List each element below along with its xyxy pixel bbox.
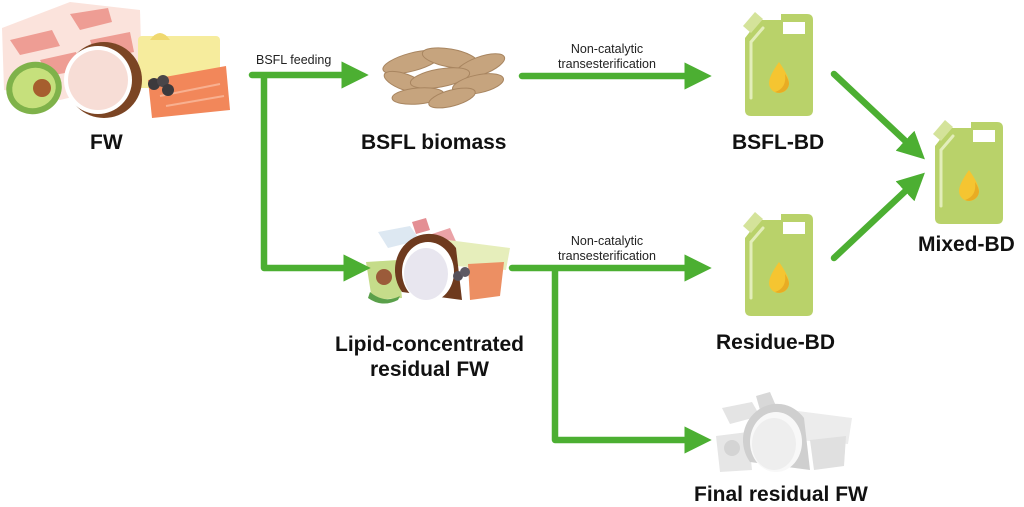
residue-bd-canister-icon [741,210,815,318]
bsfl-bd-canister-icon [741,10,815,118]
edge-label-nct-top: Non-catalytic transesterification [558,42,656,72]
node-label-final-residual: Final residual FW [694,483,868,506]
node-label-fw: FW [90,131,123,154]
residual-food-waste-icon [366,218,510,304]
edge-label-nct-top-line2: transesterification [558,57,656,71]
node-label-lipid-residual-line2: residual FW [369,358,490,381]
final-residue-icon [716,392,852,472]
edge-label-nct-top-line1: Non-catalytic [570,42,644,56]
food-waste-icon [2,2,230,118]
node-label-lipid-residual-line1: Lipid-concentrated [335,333,525,356]
edge-label-bsfl-feeding: BSFL feeding [256,53,332,67]
node-label-residue-bd: Residue-BD [716,331,836,354]
mixed-bd-canister-icon [931,118,1005,226]
arrow-bsfl-bd-to-mixed [830,70,925,160]
edge-label-nct-bottom-line2: transesterification [558,249,656,263]
larvae-icon [382,47,506,109]
arrow-to-final-residual [551,266,712,454]
node-label-bsfl-biomass: BSFL biomass [361,131,507,154]
edge-label-nct-bottom: Non-catalytic transesterification [558,234,656,264]
node-label-lipid-residual: Lipid-concentrated residual FW [335,332,524,382]
node-label-bsfl-bd: BSFL-BD [732,131,825,154]
node-label-mixed-bd: Mixed-BD [918,233,1015,256]
arrow-to-lipid-residual [260,73,371,282]
edge-label-nct-bottom-line1: Non-catalytic [570,234,644,248]
arrow-residue-bd-to-mixed [830,172,925,262]
arrows [248,61,925,454]
